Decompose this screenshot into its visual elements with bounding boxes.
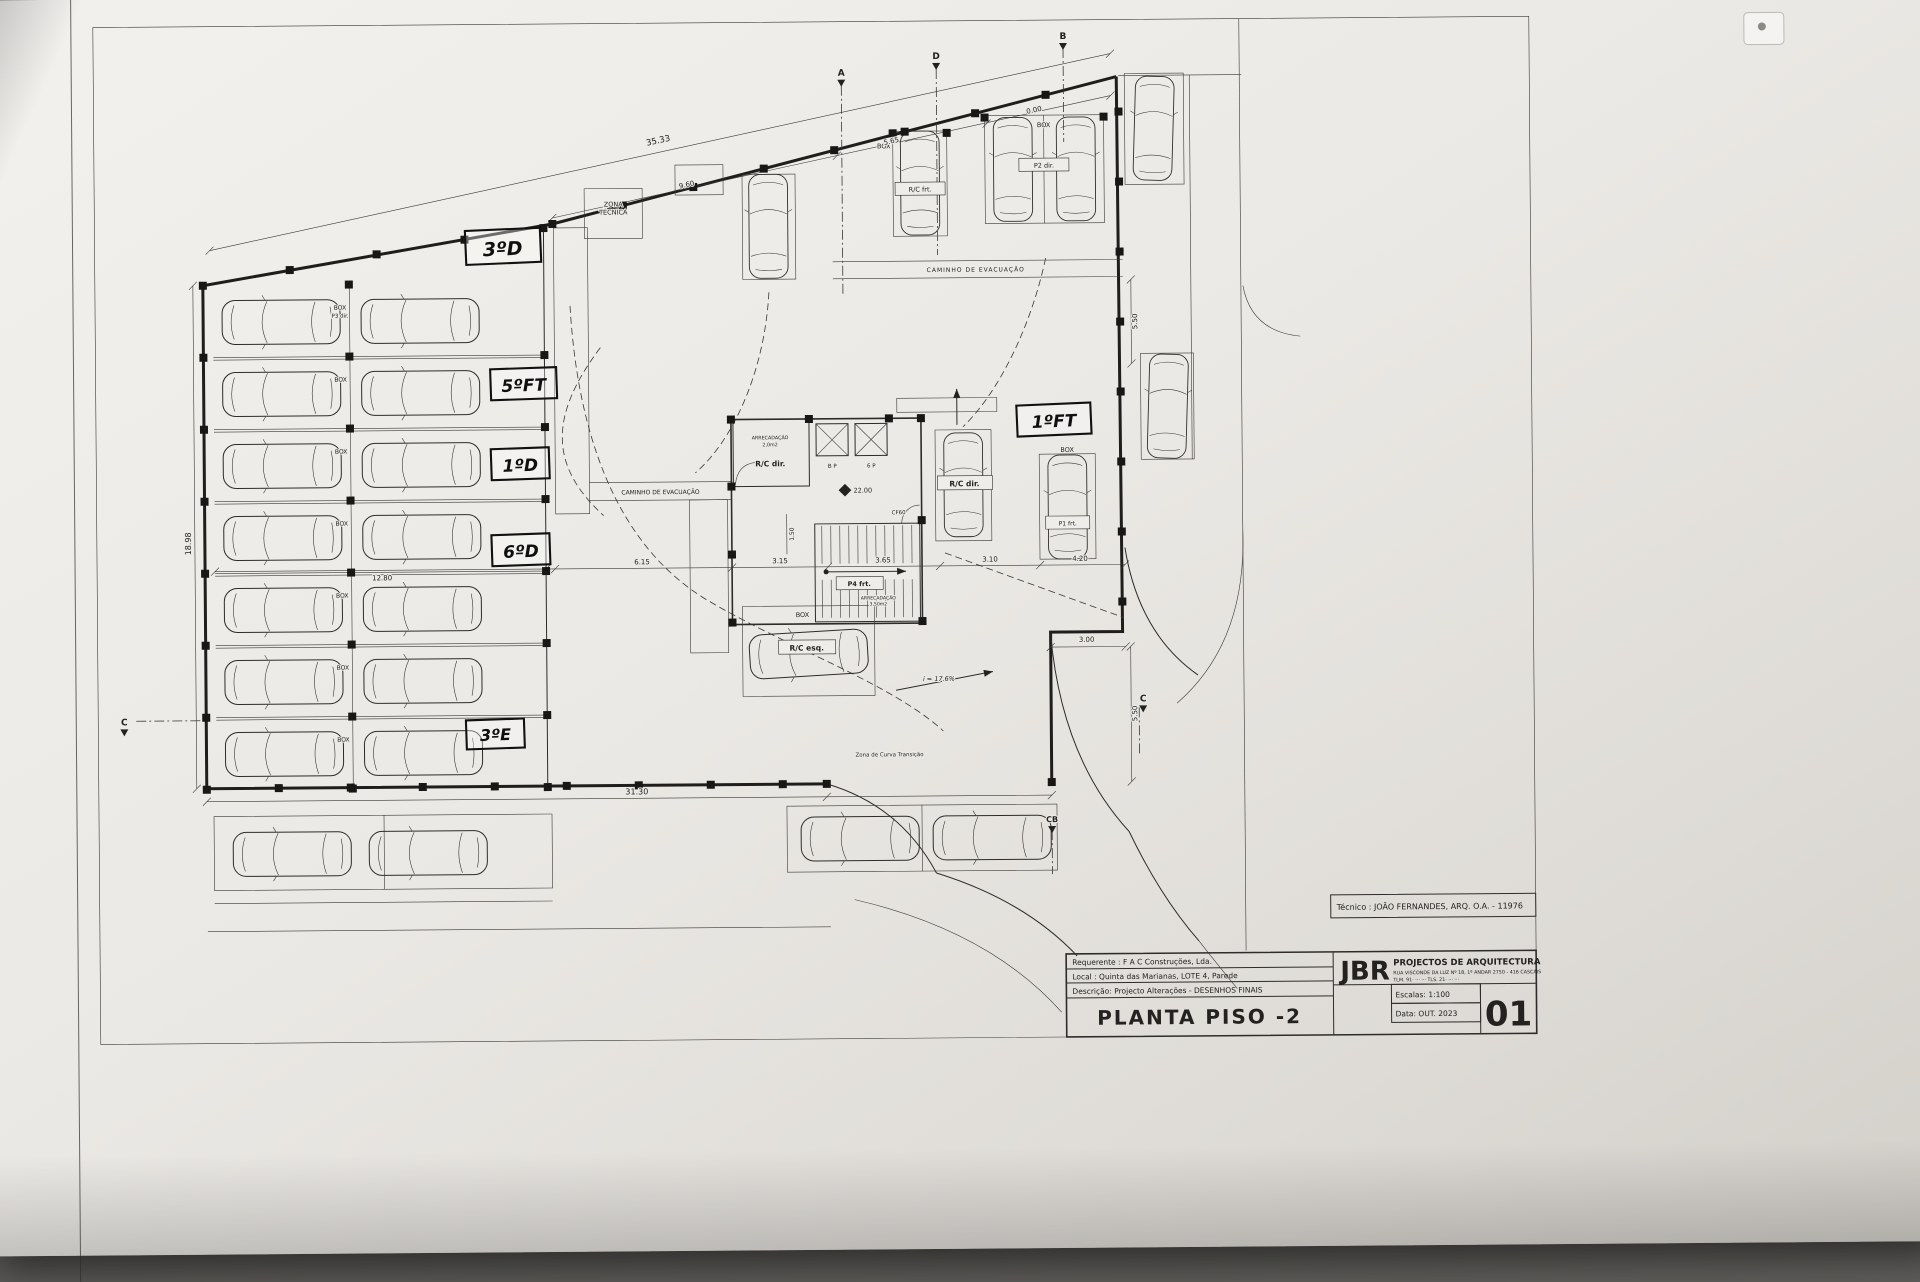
arrecadacao-2-area: 3,50m2 xyxy=(870,601,888,607)
rc-esq-label: R/C esq. xyxy=(789,643,824,652)
sheet-title: PLANTA PISO -2 xyxy=(1097,1004,1302,1030)
section-c-right: C xyxy=(1140,694,1147,704)
caminho-evacuacao-top: CAMINHO DE EVACUAÇÃO xyxy=(927,266,1025,274)
dim-3-00: 3.00 xyxy=(1079,636,1095,644)
dim-top: 35.33 xyxy=(645,134,671,149)
section-markers: A D B C C CB xyxy=(120,31,1148,834)
printed-labels: ZONA TÉCNICA CAMINHO DE EVACUAÇÃO CAMINH… xyxy=(331,120,1091,760)
date-value: Data: OUT. 2023 xyxy=(1396,1009,1458,1018)
rc-frt-label: R/C frt. xyxy=(909,186,932,194)
annotation-box-1ft xyxy=(1015,401,1093,438)
dim-3-65: 3.65 xyxy=(875,556,891,564)
box-row-5: BOX xyxy=(336,593,349,600)
arrecadacao-1: ARRECADAÇÃO xyxy=(752,434,789,441)
annotation-box-5ft xyxy=(489,366,559,402)
parking-rows xyxy=(213,354,548,721)
annotation-5ft: 5ºFT xyxy=(501,375,548,397)
p1-frt-label: P1 frt. xyxy=(1059,520,1077,527)
dim-1-50: 1.50 xyxy=(789,527,796,541)
title-block: Técnico : JOÃO FERNANDES, ARQ. O.A. - 11… xyxy=(1065,892,1541,1038)
cars-layer xyxy=(221,75,1193,882)
arrecadacao-1-area: 2,0m2 xyxy=(762,442,777,448)
rc-dir-stall-label: R/C dir. xyxy=(949,479,979,488)
requerente-line: Requerente : F A C Construções, Lda. xyxy=(1072,957,1212,967)
evacuation-corridors xyxy=(589,259,1123,502)
local-line: Local : Quinta das Marianas, LOTE 4, Par… xyxy=(1072,971,1238,981)
zona-tecnica-outline xyxy=(583,164,724,240)
scale-value: Escalas: 1:100 xyxy=(1395,990,1450,999)
caminho-evacuacao-mid: CAMINHO DE EVACUAÇÃO xyxy=(621,489,700,497)
p3-dir-label: P3 dir. xyxy=(332,314,349,320)
drive-paths xyxy=(136,47,1140,875)
annotation-box-6d xyxy=(490,532,552,568)
box-row-6: BOX xyxy=(337,665,350,672)
dimension-lines xyxy=(188,49,1136,806)
level-22: 22.00 xyxy=(853,486,872,494)
handwritten-annotations: 3ºD 5ºFT 1ºD 6ºD 3ºE 1ºFT xyxy=(463,226,1093,751)
arrows-layer xyxy=(823,388,993,691)
annotation-1d: 1ºD xyxy=(502,456,538,477)
sheet-number: 01 xyxy=(1485,994,1533,1034)
elevator-2 xyxy=(854,422,888,457)
annotation-box-1d xyxy=(489,446,551,482)
annotation-box-3d xyxy=(463,226,543,267)
ramp-slope-label: i = 17.6% xyxy=(923,675,955,683)
p2-dir-label: P2 dir. xyxy=(1034,162,1054,170)
tecnico-line: Técnico : JOÃO FERNANDES, ARQ. O.A. - 11… xyxy=(1336,900,1523,911)
dim-5-50-b: 5.50 xyxy=(1131,314,1139,330)
box-right: BOX xyxy=(1060,446,1074,454)
section-cb: CB xyxy=(1046,815,1058,824)
annotation-6d: 6ºD xyxy=(503,542,539,563)
box-central: BOX xyxy=(796,611,810,619)
sheet-frame xyxy=(70,0,1785,1282)
section-d: D xyxy=(932,52,940,62)
elevator-1 xyxy=(815,423,849,457)
box-row-3: BOX xyxy=(335,449,348,456)
dim-3-15: 3.15 xyxy=(772,557,788,565)
section-c-left: C xyxy=(121,718,128,728)
box-row-1: BOX xyxy=(334,305,347,312)
zona-tecnica-label2: TÉCNICA xyxy=(598,207,628,216)
dim-left: 18.98 xyxy=(184,532,193,555)
annotation-1ft: 1ºFT xyxy=(1031,411,1078,433)
elevator-1-label: B P xyxy=(828,464,838,470)
descricao-line: Descrição: Projecto Alterações - DESENHO… xyxy=(1072,985,1262,995)
firm-address-1: RUA VISCONDE DA LUZ Nº 18, 1º ANDAR 2750… xyxy=(1393,969,1541,976)
dim-5-50-a: 5.50 xyxy=(1131,706,1139,722)
dimension-texts: 35.33 9.60 5.65 0.00 31.30 18.98 12.80 6… xyxy=(183,104,1141,798)
columns-layer xyxy=(198,90,1127,794)
dim-12-80: 12.80 xyxy=(372,574,392,582)
level-marker xyxy=(838,483,852,497)
box-row-7: BOX xyxy=(337,737,350,744)
p4-frt-label: P4 frt. xyxy=(848,580,871,588)
box-topright-2: BOX xyxy=(1037,121,1051,129)
box-row-2: BOX xyxy=(334,377,347,384)
core xyxy=(730,417,924,626)
dim-0-00: 0.00 xyxy=(1026,105,1043,116)
dim-3-10: 3.10 xyxy=(982,555,998,563)
annotation-3d: 3ºD xyxy=(482,238,523,262)
dim-4-20: 4.20 xyxy=(1072,555,1088,563)
firm-name: PROJECTOS DE ARQUITECTURA xyxy=(1393,957,1541,968)
section-b: B xyxy=(1059,32,1066,42)
box-topright-1: BOX xyxy=(877,142,891,150)
firm-initials: JBR xyxy=(1338,956,1390,986)
box-row-4: BOX xyxy=(335,521,348,528)
firm-address-2: TLM. 91· ··· ··· TLS. 21· ··· ··· xyxy=(1392,977,1459,984)
annotation-box-3e xyxy=(464,717,526,751)
cf60-label: CF60 xyxy=(892,510,907,516)
street-curbs xyxy=(207,285,1301,1013)
stair-core xyxy=(814,522,922,623)
dim-6-15: 6.15 xyxy=(634,558,650,566)
zona-tecnica-label: ZONA xyxy=(604,200,623,208)
elevator-2-label: 6 P xyxy=(867,463,876,469)
rc-dir-store: R/C dir. xyxy=(755,459,785,468)
arrecadacao-2: ARRECADAÇÃO xyxy=(861,594,897,601)
curva-transicao-label: Zona de Curva Transição xyxy=(855,752,924,759)
section-a: A xyxy=(838,69,845,79)
annotation-3e: 3ºE xyxy=(480,725,512,745)
dim-bottom: 31.30 xyxy=(625,787,648,796)
